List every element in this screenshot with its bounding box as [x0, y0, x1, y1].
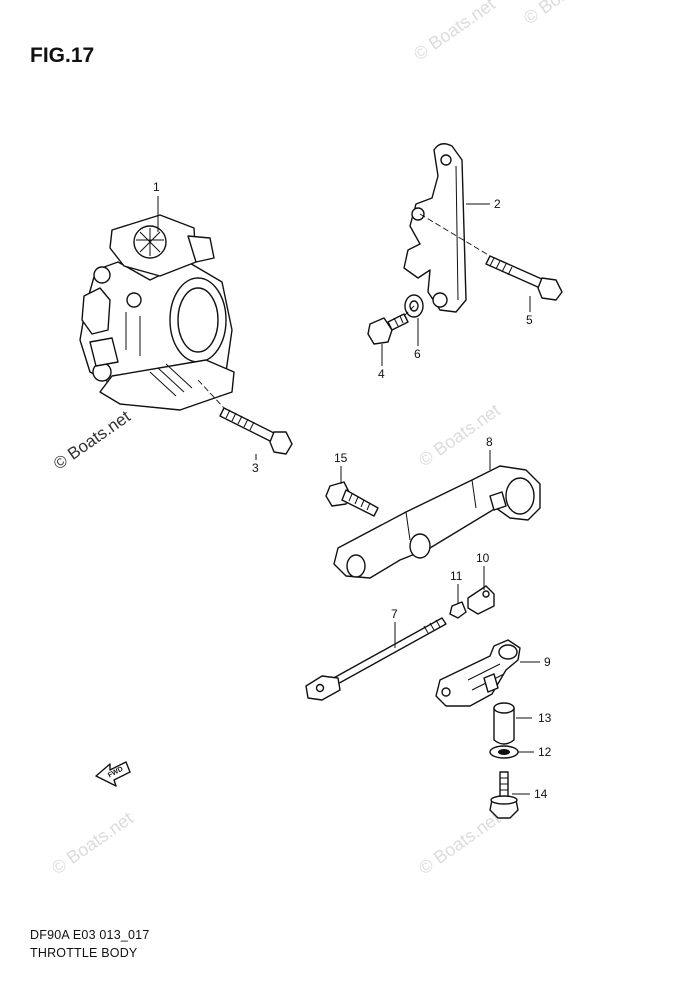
callout-15: 15	[334, 451, 348, 465]
bracket-part	[403, 143, 467, 313]
bolt-part-3	[219, 407, 293, 455]
figure-title: FIG.17	[30, 44, 95, 67]
callout-9: 9	[544, 655, 551, 669]
callout-12: 12	[538, 745, 552, 759]
fwd-arrow-icon: FWD	[95, 761, 131, 787]
nut-part-11	[449, 601, 467, 619]
lever-part-8	[333, 465, 541, 579]
rod-part-7	[305, 617, 447, 701]
figure-code: DF90A E03 013_017	[30, 928, 150, 942]
callout-14: 14	[534, 787, 548, 801]
callout-13: 13	[538, 711, 552, 725]
alignment-line	[403, 305, 415, 317]
callout-3: 3	[252, 461, 259, 475]
callout-8: 8	[486, 435, 493, 449]
callout-7: 7	[391, 607, 398, 621]
bolt-part-15	[325, 481, 379, 517]
collar-part-13	[493, 702, 515, 745]
bolt-part-5	[485, 255, 563, 301]
alignment-line	[419, 213, 491, 257]
callout-2: 2	[494, 197, 501, 211]
joint-part-10	[467, 585, 495, 615]
callout-10: 10	[476, 551, 490, 565]
callout-1: 1	[153, 180, 160, 194]
alignment-line	[197, 379, 225, 409]
callout-11: 11	[450, 569, 463, 583]
bolt-part-4	[367, 313, 409, 345]
arm-part-9	[435, 639, 521, 707]
washer-part-12	[489, 745, 519, 759]
bolt-part-14	[489, 771, 519, 819]
figure-name: THROTTLE BODY	[30, 946, 138, 960]
callout-4: 4	[378, 367, 385, 381]
callout-5: 5	[526, 313, 533, 327]
callout-6: 6	[414, 347, 421, 361]
leader-lines	[157, 196, 540, 795]
throttle-body-part	[79, 214, 235, 411]
